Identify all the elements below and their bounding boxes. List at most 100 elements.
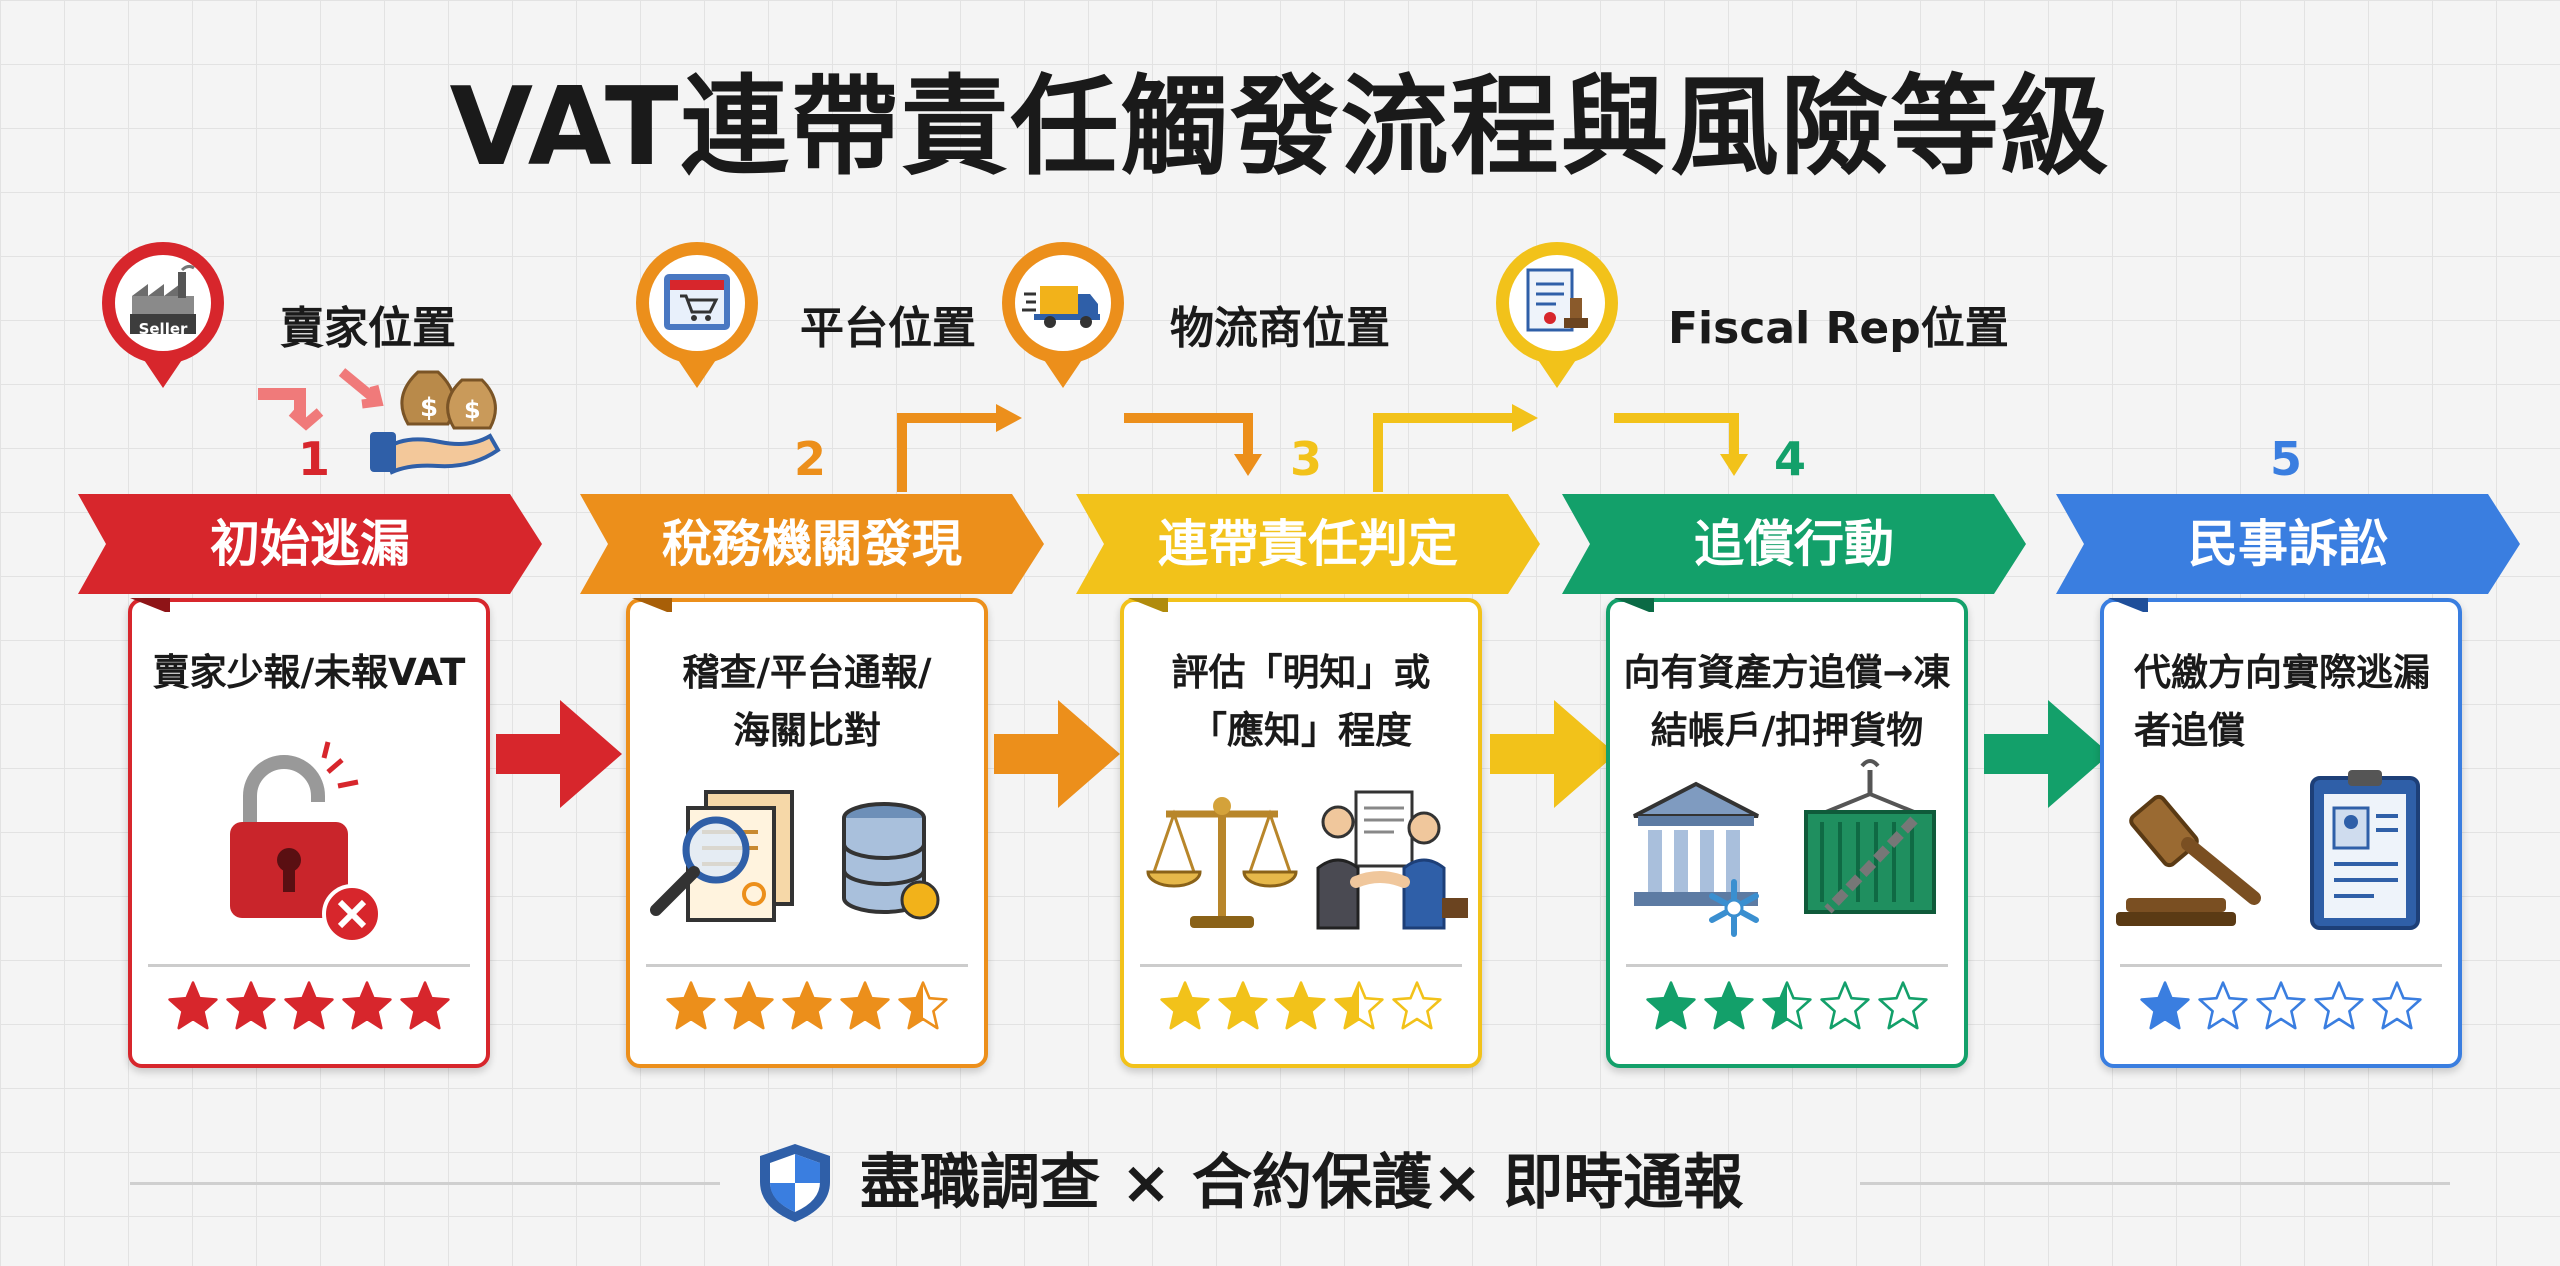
footer-text: 盡職調查 × 合約保護× 即時通報 xyxy=(860,1148,1744,1218)
flow-arrow xyxy=(496,700,622,808)
shield-icon xyxy=(760,1144,830,1222)
connector-arrows: $ $ xyxy=(258,368,1748,492)
step-banner xyxy=(1562,494,2026,612)
star-full-icon xyxy=(782,981,832,1030)
footer: 盡職調查 × 合約保護× 即時通報 xyxy=(0,1138,2560,1228)
step-description: 稽查/平台通報/海關比對 xyxy=(682,651,932,752)
star-empty-icon xyxy=(2256,981,2306,1030)
position-label-logistics: 物流商位置 xyxy=(1170,303,1390,354)
star-full-icon xyxy=(400,981,450,1030)
star-full-icon xyxy=(1646,981,1696,1030)
star-full-icon xyxy=(840,981,890,1030)
scales-icon xyxy=(1146,797,1298,928)
step-card: 賣家少報/未報VAT xyxy=(128,598,490,1068)
star-empty-icon xyxy=(2198,981,2248,1030)
card-separator xyxy=(1140,964,1462,967)
step-illustration xyxy=(1146,790,1468,930)
flow-arrow xyxy=(1490,700,1616,808)
star-full-icon xyxy=(168,981,218,1030)
step-banner xyxy=(580,494,1044,612)
star-half-icon xyxy=(898,981,948,1030)
star-full-icon xyxy=(1218,981,1268,1030)
star-empty-icon xyxy=(1878,981,1928,1030)
broken-lock-icon xyxy=(230,741,382,944)
star-full-icon xyxy=(1276,981,1326,1030)
pin-platform xyxy=(632,238,762,398)
svg-text:$: $ xyxy=(464,396,481,424)
position-label-fiscal-rep: Fiscal Rep位置 xyxy=(1668,303,2009,354)
database-icon xyxy=(842,802,940,920)
step-title: 追償行動 xyxy=(1694,515,1894,573)
factory-icon xyxy=(130,264,196,334)
pin-seller: Seller xyxy=(98,238,228,398)
step-number: 1 xyxy=(297,432,330,486)
legal-document-icon xyxy=(2310,770,2420,930)
star-empty-icon xyxy=(1820,981,1870,1030)
magnifier-document-icon xyxy=(650,790,794,922)
flow-arrow xyxy=(1984,700,2110,808)
star-empty-icon xyxy=(2372,981,2422,1030)
step-card: 代繳方向實際逃漏者追償 xyxy=(2100,598,2462,1068)
card-separator xyxy=(148,964,470,967)
gavel-icon xyxy=(2116,794,2261,926)
step-title: 初始逃漏 xyxy=(210,515,410,573)
step-number: 5 xyxy=(2269,432,2302,486)
step-description: 代繳方向實際逃漏者追償 xyxy=(2134,651,2430,752)
step-card: 向有資產方追償→凍結帳戶/扣押貨物 xyxy=(1606,598,1968,1068)
step-description: 評估「明知」或「應知」程度 xyxy=(1171,651,1431,752)
step-description: 賣家少報/未報VAT xyxy=(152,651,466,694)
pin-logistics xyxy=(998,238,1128,398)
card-separator xyxy=(646,964,968,967)
step-card: 稽查/平台通報/海關比對 xyxy=(626,598,988,1068)
shop-cart-icon xyxy=(664,274,730,330)
footer-divider xyxy=(130,1182,720,1185)
step-title: 連帶責任判定 xyxy=(1158,515,1458,573)
position-label-seller: 賣家位置 xyxy=(280,303,456,354)
risk-stars xyxy=(630,980,984,1032)
star-full-icon xyxy=(342,981,392,1030)
step-banner xyxy=(2056,494,2520,612)
star-full-icon xyxy=(226,981,276,1030)
footer-divider xyxy=(1860,1182,2450,1185)
card-separator xyxy=(2120,964,2442,967)
star-full-icon xyxy=(284,981,334,1030)
star-full-icon xyxy=(724,981,774,1030)
risk-stars xyxy=(1610,980,1964,1032)
step-illustration xyxy=(2116,770,2420,930)
step-banner xyxy=(78,494,542,612)
page-title: VAT連帶責任觸發流程與風險等級 xyxy=(449,65,2111,190)
certificate-stamp-icon xyxy=(1526,268,1588,332)
flow-arrow xyxy=(994,700,1120,808)
step-number: 4 xyxy=(1773,432,1806,486)
star-empty-icon xyxy=(1392,981,1442,1030)
card-separator xyxy=(1626,964,1948,967)
step-title: 稅務機關發現 xyxy=(662,515,962,573)
handshake-icon xyxy=(1316,790,1468,930)
step-description: 向有資產方追償→凍結帳戶/扣押貨物 xyxy=(1623,651,1951,752)
money-hand-icon: $ $ xyxy=(370,370,501,475)
position-label-platform: 平台位置 xyxy=(800,303,976,354)
risk-stars xyxy=(1124,980,1478,1032)
step-illustration xyxy=(230,741,382,944)
star-full-icon xyxy=(1704,981,1754,1030)
step-title: 民事訴訟 xyxy=(2188,515,2388,573)
pin-fiscal-rep xyxy=(1492,238,1622,398)
step-illustration xyxy=(1633,759,1936,937)
star-half-icon xyxy=(1334,981,1384,1030)
risk-stars xyxy=(2104,980,2458,1032)
chained-container-icon xyxy=(1804,759,1936,914)
step-number: 3 xyxy=(1289,432,1322,486)
step-number: 2 xyxy=(793,432,826,486)
svg-text:$: $ xyxy=(420,393,438,423)
star-half-icon xyxy=(1762,981,1812,1030)
star-full-icon xyxy=(666,981,716,1030)
star-empty-icon xyxy=(2314,981,2364,1030)
step-illustration xyxy=(650,790,940,922)
risk-stars xyxy=(132,980,486,1032)
star-full-icon xyxy=(1160,981,1210,1030)
star-full-icon xyxy=(2140,981,2190,1030)
step-card: 評估「明知」或「應知」程度 xyxy=(1120,598,1482,1068)
truck-icon xyxy=(1022,286,1100,328)
frozen-bank-icon xyxy=(1633,781,1759,937)
seller-badge: Seller xyxy=(138,320,188,338)
